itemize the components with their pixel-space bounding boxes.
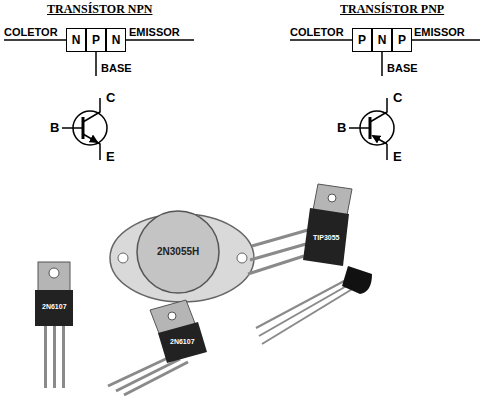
terminal-name: BASE [101,62,132,74]
lead [44,325,47,388]
terminal-name: COLETOR [290,26,344,38]
collector-lead [83,98,100,122]
pin-letter: B [50,121,59,135]
base-wire [95,52,97,76]
mount-hole [168,312,176,320]
section-heading: TRANSÍSTOR NPN [47,3,152,16]
mount-hole [237,253,247,263]
metal-tab [38,262,70,292]
layer-letter: P [358,33,366,47]
mount-hole [49,268,59,278]
base-lead [349,127,370,129]
terminal-name: COLETOR [4,26,58,38]
part-number: 2N6107 [42,303,67,311]
pin-letter: B [337,121,346,135]
pnp-symbol [349,98,394,160]
to3-package [110,211,254,302]
base-lead [62,127,83,129]
semiconductor-layer: P [392,28,412,52]
part-number: 2N6107 [170,338,195,346]
collector-wire [4,39,66,41]
semiconductor-layer: N [106,28,126,52]
terminal-name: EMISSOR [414,26,465,38]
semiconductor-layer: P [352,28,372,52]
npn-symbol [62,98,107,160]
semiconductor-layer: N [66,28,86,52]
leads [248,230,308,274]
lead [124,362,188,395]
mount-hole [118,253,128,263]
lead [108,356,172,386]
leads [256,280,354,344]
layer-letter: N [378,33,387,47]
to218-package [248,184,352,274]
metal-can [137,211,219,293]
emitter-wire [126,39,194,41]
base-bar [369,117,372,139]
to92-package [256,266,372,344]
lead [53,325,56,388]
to220-package [108,300,207,395]
collector-wire [290,39,352,41]
epoxy-body [35,290,73,326]
pin-letter: E [106,150,115,164]
pin-letter: C [393,91,402,105]
pin-letter: C [106,91,115,105]
epoxy-body [342,266,372,294]
mount-hole [328,194,336,202]
base-bar [82,117,85,139]
terminal-name: EMISSOR [129,26,180,38]
part-number: 2N3055H [157,246,199,257]
emitter-arrow [83,134,97,142]
emitter-arrow [373,136,387,144]
emitter-lead [386,144,388,160]
semiconductor-layer: N [372,28,392,52]
lead [116,359,180,391]
lead [262,288,354,344]
emitter-lead [96,142,100,161]
part-number: TIP3055 [313,234,339,242]
layer-letter: N [112,33,121,47]
to220-package [35,262,73,388]
collector-lead [370,98,387,122]
pin-letter: E [393,150,402,164]
emitter-wire [412,39,480,41]
lead [259,284,350,336]
epoxy-body [303,208,349,266]
lead [248,256,304,274]
semiconductor-layer: P [86,28,106,52]
lead [252,230,308,246]
epoxy-body [158,322,207,363]
lead [62,325,65,388]
layer-letter: P [92,33,100,47]
section-heading: TRANSÍSTOR PNP [340,3,444,16]
leads [108,356,188,395]
base-wire [381,52,383,76]
layer-letter: N [72,33,81,47]
layer-letter: P [398,33,406,47]
terminal-name: BASE [387,62,418,74]
